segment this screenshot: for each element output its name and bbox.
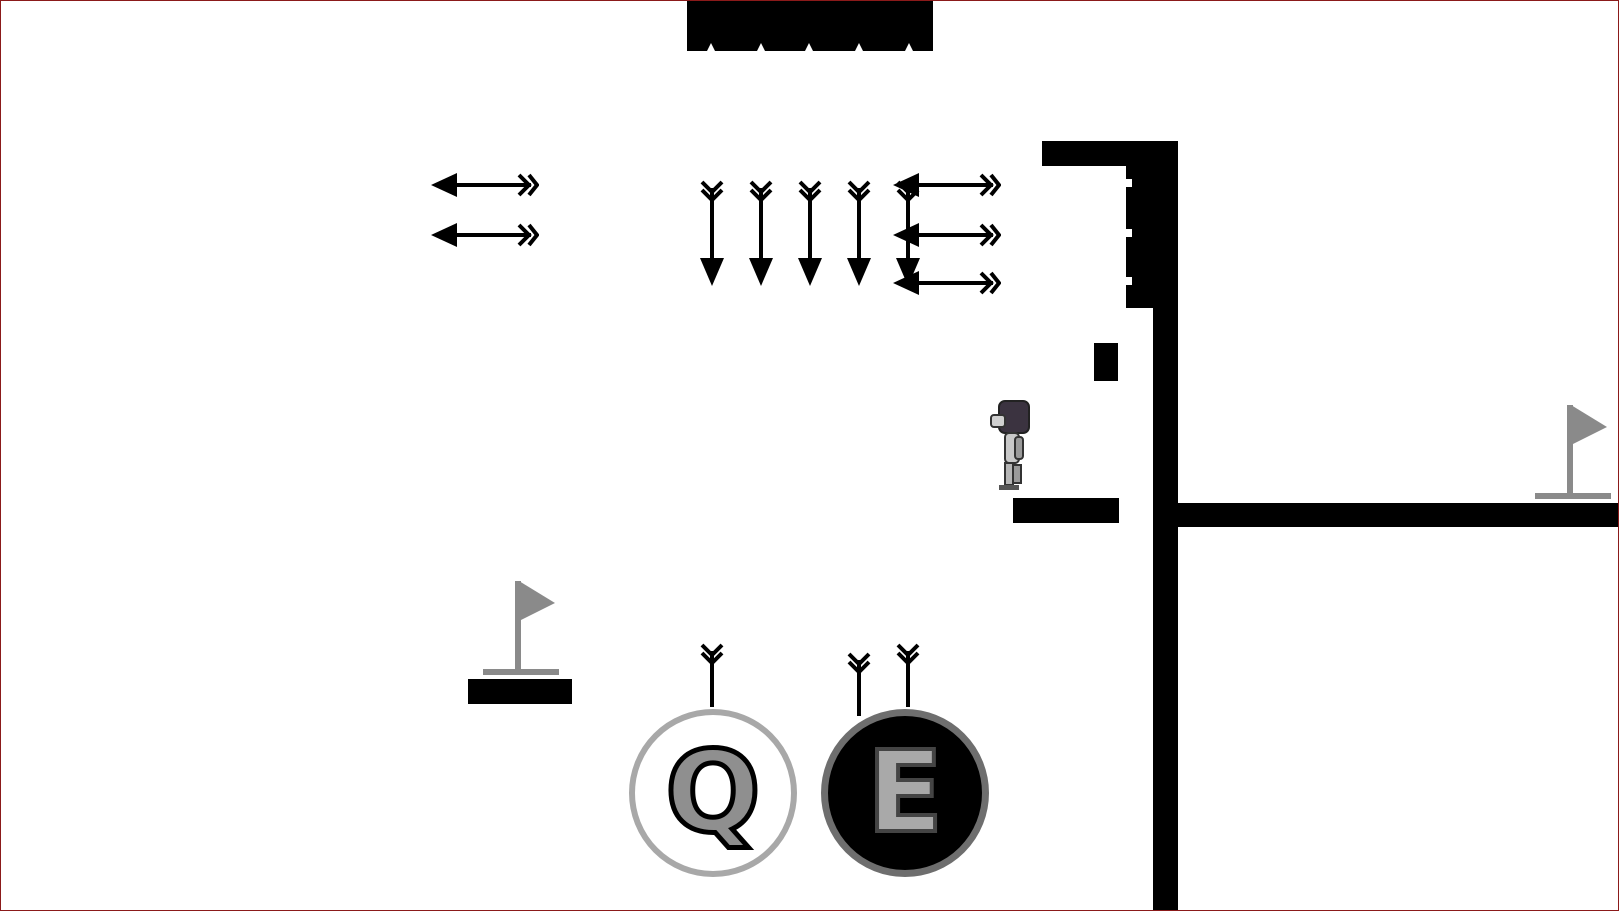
left-platform — [468, 679, 572, 704]
ceiling-spikes — [707, 43, 913, 51]
arrow-icon — [849, 654, 869, 716]
arrow-icon — [896, 643, 920, 707]
arrow-icon — [796, 180, 824, 286]
arrow-icon — [431, 221, 539, 249]
arrow-icon — [431, 171, 539, 199]
wall-notch — [1126, 229, 1132, 237]
rotate-left-key-button[interactable]: Q — [629, 709, 797, 877]
wall-notch — [1126, 179, 1132, 187]
right-floor — [1153, 503, 1618, 527]
ceiling-block — [687, 1, 933, 51]
small-block — [1094, 343, 1118, 381]
rotate-right-key-button[interactable]: E — [821, 709, 989, 877]
arrow-icon — [747, 180, 775, 286]
vertical-wall — [1153, 301, 1178, 910]
arrow-icon — [845, 180, 873, 286]
flag-icon — [483, 581, 559, 675]
wall-notch — [1126, 277, 1132, 285]
flag-icon — [1535, 405, 1611, 499]
arrow-icon — [698, 180, 726, 286]
robot-character-icon — [990, 400, 1030, 490]
upper-wall-side — [1126, 141, 1178, 308]
player-ledge — [1013, 498, 1119, 523]
arrow-icon — [700, 643, 724, 707]
q-key-label: Q — [663, 728, 763, 858]
e-key-label: E — [865, 728, 945, 858]
